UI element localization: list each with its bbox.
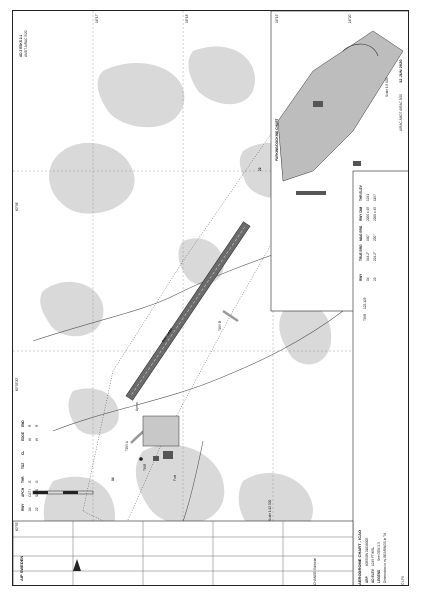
- lights_table-cell: 22: [35, 507, 39, 511]
- legend-label: LEGEND: [377, 569, 381, 583]
- building: [153, 456, 159, 461]
- north-arrow-icon: [73, 559, 81, 571]
- aip-header: AIP SWEDEN: [19, 555, 24, 581]
- lat-label: 60°56': [15, 202, 19, 211]
- lights_table-cell: 04: [28, 507, 32, 511]
- chart-title: AERODROME CHART - ICAO: [357, 529, 362, 585]
- lights_table-cell: CAT I: [28, 489, 32, 497]
- lat-label: 60°55': [15, 522, 19, 531]
- lights_table-cell: R: [35, 424, 39, 427]
- lon-label: 16°19': [275, 14, 279, 23]
- info-panel: [352, 170, 408, 585]
- arp-value: 605550N 0161800E: [365, 537, 369, 566]
- rwy_table-header-cell: THR ELEV: [359, 185, 363, 201]
- twr-map-label: TWR: [143, 463, 147, 471]
- rwy_table-cell: 2200 x 45: [373, 206, 377, 221]
- rwy_table-header-cell: RWY DIM: [359, 206, 363, 221]
- rwy_table-header-cell: RWY: [359, 273, 363, 281]
- apron-area: [142, 415, 180, 447]
- aerodrome-map: [13, 11, 408, 585]
- apron-label: Apron: [135, 402, 139, 411]
- lights_table-header-cell: RWY: [21, 503, 25, 511]
- arp-label: ARP: [365, 576, 369, 583]
- rwy_table-header-cell: TRUE BRG: [359, 244, 363, 261]
- lights_table-header-cell: APCH: [21, 487, 25, 497]
- legend-value: See GEN 2.3: [377, 542, 381, 561]
- lights_table-header-cell: THR: [21, 476, 25, 483]
- lights_table-header-cell: EDGE: [21, 431, 25, 441]
- parking-title: PARKING/DOCKING CHART: [275, 118, 279, 161]
- twy-b-label: TWY B: [218, 320, 222, 331]
- lights_table-cell: W: [28, 437, 32, 441]
- footer-date: 12 JUN 2020: [398, 59, 403, 83]
- lights_table-cell: G: [28, 480, 32, 483]
- lights_table-cell: R: [28, 424, 32, 427]
- runway: [125, 221, 251, 401]
- elev-value: 1245 FT/MSL: [371, 546, 375, 566]
- scale-main: Scale 1:12 500: [268, 499, 272, 521]
- lights_table-header-cell: TDZ: [21, 462, 25, 469]
- lights_table-header-cell: END: [21, 420, 25, 427]
- scale-inset: Scale 1:5 000: [385, 77, 389, 98]
- rwy-04-label: 04: [111, 477, 115, 481]
- lon-label: 16°20': [348, 14, 352, 23]
- page-ref-1: AD 2 ESKS 2-1: [19, 34, 23, 57]
- bottom-tables: [13, 520, 354, 585]
- chart-frame: AIP SWEDEN AD 2 ESKS 2-1 AMDT AIRAC 5/20…: [12, 10, 409, 586]
- rwy-22-label: 22: [258, 167, 262, 171]
- page-ref-2: AMDT AIRAC 5/20: [24, 30, 28, 57]
- rwy_table-cell: 22: [373, 277, 377, 281]
- twy-a-label: TWY A: [125, 441, 129, 451]
- footer-text: AIRAC AMDT AIRAC 5/20: [399, 94, 403, 131]
- footer-left: © LFV: [401, 575, 405, 585]
- lights_table-cell: W: [35, 437, 39, 441]
- rwy_table-cell: 224.2°: [373, 251, 377, 261]
- lights_table-cell: SALS: [35, 488, 39, 497]
- fuel-label: Fuel: [173, 474, 177, 481]
- rwy_table-cell: 04: [366, 277, 370, 281]
- lights_table-header-cell: CL: [21, 450, 25, 455]
- rwy_table-cell: 2200 x 45: [366, 206, 370, 221]
- rwy_table-cell: 220°: [373, 234, 377, 241]
- lights_table-cell: G: [35, 480, 39, 483]
- building: [163, 451, 173, 459]
- dims-note: Dimensions in m, BEARINGS in °M: [383, 533, 387, 583]
- elev-label: AD ELEV: [371, 569, 375, 583]
- lat-label: 60°55'30": [15, 377, 19, 391]
- twr-freq: 122.125: [363, 297, 367, 309]
- rwy_table-cell: 044.2°: [366, 251, 370, 261]
- parking-inset: [270, 11, 408, 312]
- rwy_table-cell: 1241: [366, 193, 370, 201]
- lon-label: 16°18': [185, 14, 189, 23]
- rwy_table-cell: 1197: [373, 194, 377, 201]
- change-note: CHANGE: Editorial: [313, 558, 317, 585]
- twr-icon: [139, 457, 143, 461]
- twr-label: TWR: [363, 313, 367, 321]
- rwy_table-header-cell: MAG BRG: [359, 225, 363, 241]
- scale-bar: [32, 490, 94, 495]
- lon-label: 16°17': [95, 14, 99, 23]
- rwy_table-cell: 040°: [366, 234, 370, 241]
